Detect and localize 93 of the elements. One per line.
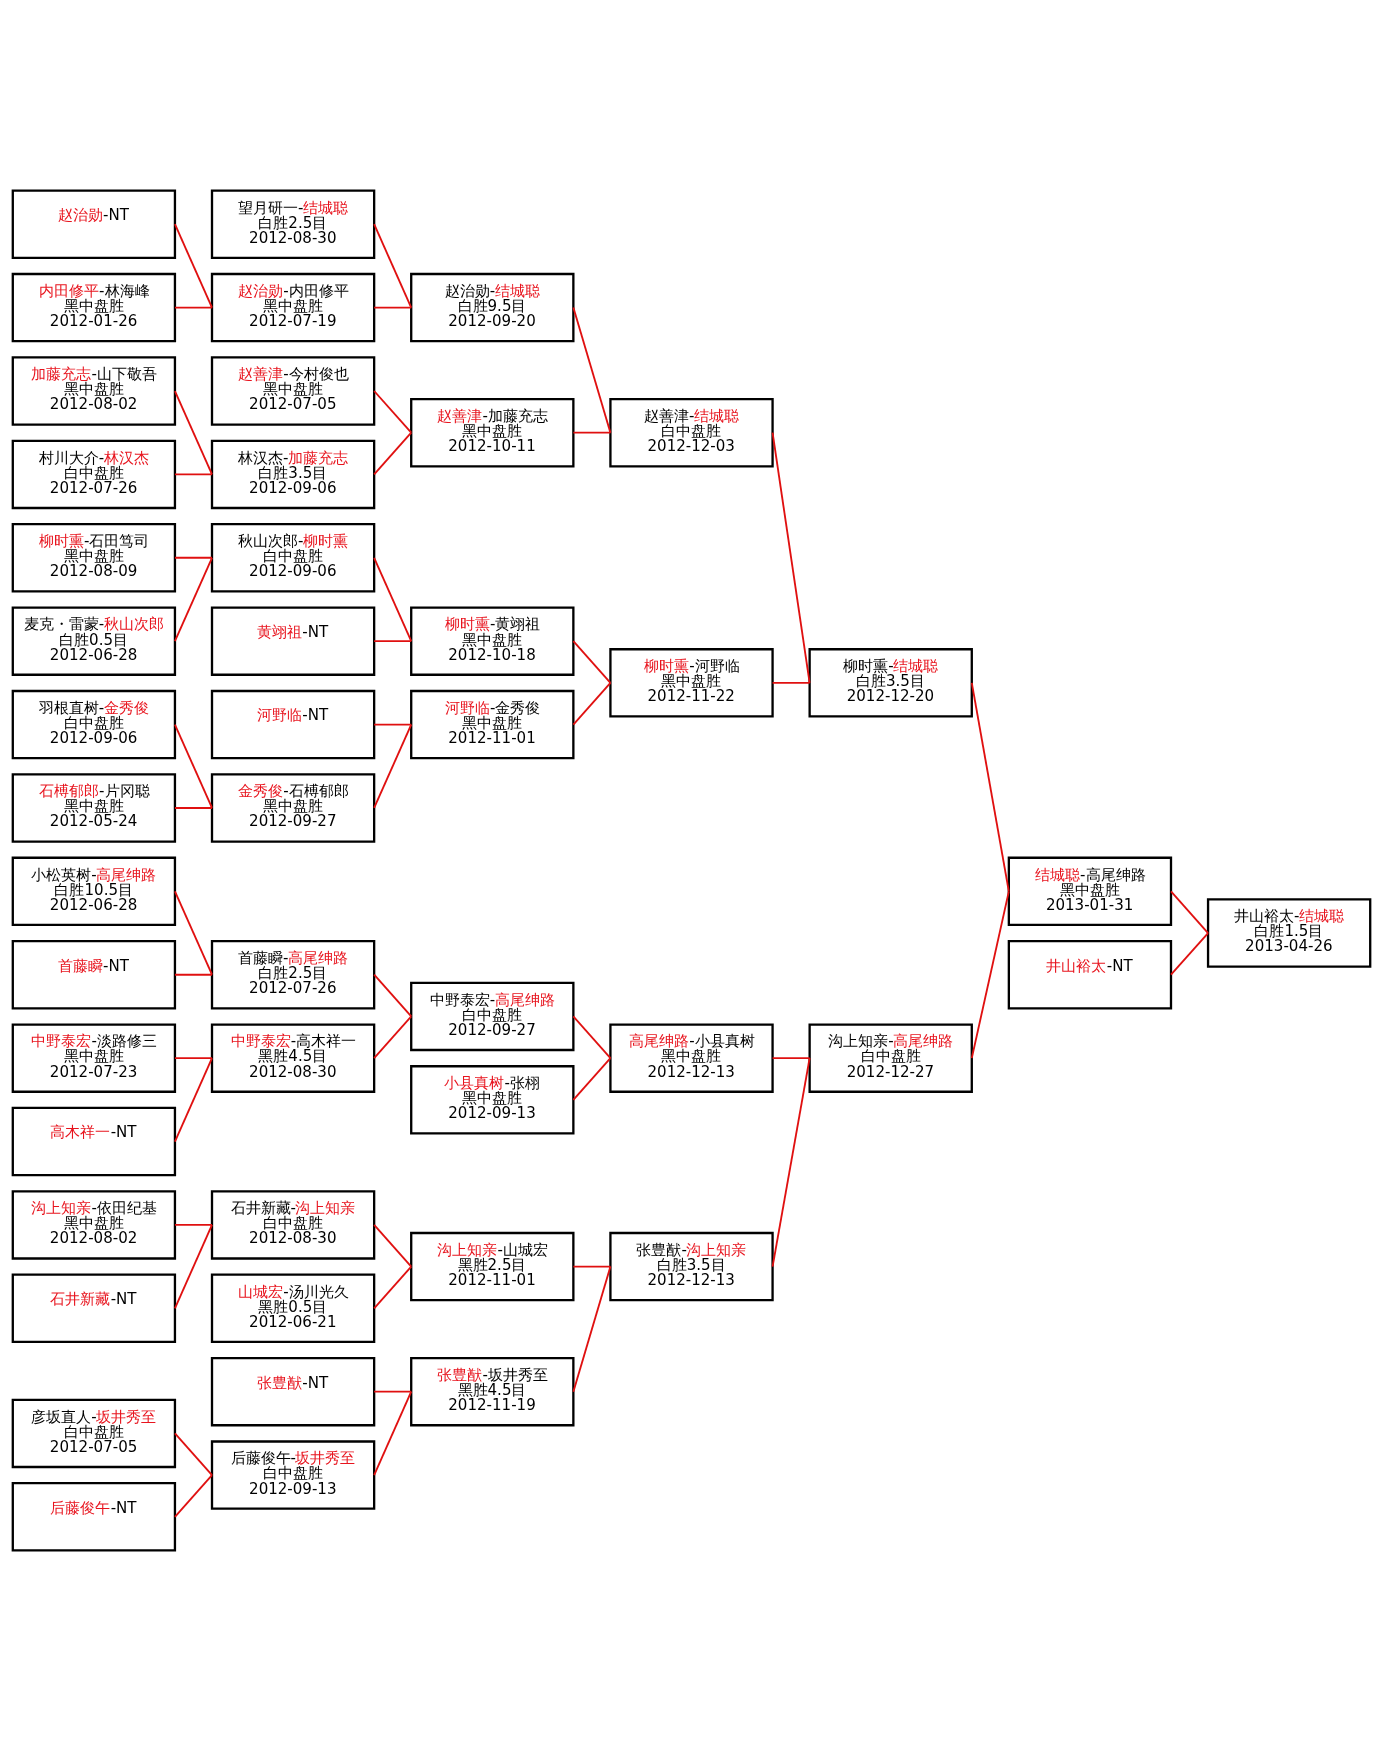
connector — [572, 306, 612, 434]
node-box: 赵治勋-内田修平 黑中盘胜 2012-07-19 — [210, 272, 376, 343]
node-box: 望月研一-结城聪 白胜2.5目 2012-08-30 — [210, 189, 376, 259]
node-box: 小松英树-高尾绅路 白胜10.5目 2012-06-28 — [11, 856, 177, 927]
node-box: 高尾绅路-小县真树 黑中盘胜 2012-12-13 — [609, 1023, 774, 1093]
node-box: 井山裕太-NT — [1007, 940, 1173, 1010]
connector — [373, 223, 413, 309]
node-box: 山城宏-汤川光久 黑胜0.5目 2012-06-21 — [210, 1273, 376, 1344]
connector — [970, 890, 1010, 1060]
node-box: 河野临-金秀俊 黑中盘胜 2012-11-01 — [410, 689, 575, 760]
connector — [373, 640, 413, 643]
node-box: 村川大介-林汉杰 白中盘胜 2012-07-26 — [11, 439, 177, 510]
node-box: 中野泰宏-淡路修三 黑中盘胜 2012-07-23 — [11, 1023, 177, 1093]
connector — [174, 723, 213, 809]
connector — [174, 306, 213, 309]
node-box: 张豊猷-坂井秀至 黑胜4.5目 2012-11-19 — [410, 1356, 575, 1427]
node-box: 首藤瞬-NT — [11, 940, 177, 1010]
node-box: 赵治勋-结城聪 白胜9.5目 2012-09-20 — [410, 272, 575, 343]
node-box: 小县真树-张栩 黑中盘胜 2012-09-13 — [410, 1065, 575, 1135]
node-box: 石榑郁郎-片冈聪 黑中盘胜 2012-05-24 — [11, 773, 177, 843]
connector — [174, 1224, 213, 1226]
node-box: 张豊猷-NT — [210, 1356, 376, 1427]
node-box: 林汉杰-加藤充志 白胜3.5目 2012-09-06 — [210, 439, 376, 510]
node-box: 中野泰宏-高木祥一 黑胜4.5目 2012-08-30 — [210, 1023, 376, 1093]
connector — [174, 556, 213, 559]
connector — [174, 807, 213, 809]
node-box: 赵善津-加藤充志 黑中盘胜 2012-10-11 — [410, 397, 575, 468]
connector — [572, 431, 612, 434]
node-box: 羽根直树-金秀俊 白中盘胜 2012-09-06 — [11, 689, 177, 760]
node-box: 柳时熏-黄翊祖 黑中盘胜 2012-10-18 — [410, 606, 575, 676]
connector — [572, 1265, 612, 1268]
node-box: 秋山次郎-柳时熏 白中盘胜 2012-09-06 — [210, 523, 376, 593]
node-box: 首藤瞬-高尾绅路 白胜2.5目 2012-07-26 — [210, 940, 376, 1010]
node-box: 金秀俊-石榑郁郎 黑中盘胜 2012-09-27 — [210, 773, 376, 843]
node-box: 柳时熏-结城聪 白胜3.5目 2012-12-20 — [808, 648, 973, 718]
connector — [373, 723, 413, 726]
node-box: 结城聪-高尾绅路 黑中盘胜 2013-01-31 — [1007, 856, 1173, 927]
connector — [373, 1390, 413, 1393]
node-box: 加藤充志-山下敬吾 黑中盘胜 2012-08-02 — [11, 356, 177, 426]
node-box: 沟上知亲-山城宏 黑胜2.5目 2012-11-01 — [410, 1231, 575, 1302]
connector — [174, 1432, 213, 1476]
connector — [373, 1015, 413, 1060]
connector — [572, 1057, 612, 1101]
node-box: 赵善津-今村俊也 黑中盘胜 2012-07-05 — [210, 356, 376, 426]
connector — [771, 681, 811, 684]
connector — [373, 390, 413, 434]
node-box: 内田修平-林海峰 黑中盘胜 2012-01-26 — [11, 272, 177, 343]
connector — [771, 1057, 811, 1060]
node-box: 柳时熏-河野临 黑中盘胜 2012-11-22 — [609, 648, 774, 718]
node-box: 石井新藏-沟上知亲 白中盘胜 2012-08-30 — [210, 1190, 376, 1260]
connector — [572, 640, 612, 684]
node-box: 麦克・雷蒙-秋山次郎 白胜0.5目 2012-06-28 — [11, 606, 177, 676]
connector — [174, 1474, 213, 1518]
node-box: 赵治勋-NT — [11, 189, 177, 259]
connector — [572, 1265, 612, 1393]
connector — [174, 223, 213, 309]
node-box: 沟上知亲-依田纪基 黑中盘胜 2012-08-02 — [11, 1190, 177, 1260]
node-box: 石井新藏-NT — [11, 1273, 177, 1344]
connector — [572, 1015, 612, 1060]
node-box: 高木祥一-NT — [11, 1106, 177, 1177]
node-box: 河野临-NT — [210, 689, 376, 760]
connector — [373, 431, 413, 476]
connector — [373, 1265, 413, 1310]
connector — [771, 431, 811, 684]
connector — [174, 556, 213, 643]
connector — [373, 556, 413, 643]
connector — [174, 1224, 213, 1310]
connector — [174, 390, 213, 476]
connector — [1170, 932, 1209, 976]
connector — [174, 973, 213, 976]
connector — [771, 1057, 811, 1268]
connector — [373, 306, 413, 309]
node-box: 中野泰宏-高尾绅路 白中盘胜 2012-09-27 — [410, 981, 575, 1052]
connector — [174, 1057, 213, 1060]
node-box: 柳时熏-石田笃司 黑中盘胜 2012-08-09 — [11, 523, 177, 593]
node-box: 后藤俊午-坂井秀至 白中盘胜 2012-09-13 — [210, 1440, 376, 1510]
node-box: 黄翊祖-NT — [210, 606, 376, 676]
connector — [373, 973, 413, 1018]
connector — [373, 1390, 413, 1476]
node-box: 沟上知亲-高尾绅路 白中盘胜 2012-12-27 — [808, 1023, 973, 1093]
connector — [373, 723, 413, 809]
node-box: 井山裕太-结城聪 白胜1.5目 2013-04-26 — [1206, 898, 1372, 968]
connector — [572, 681, 612, 726]
connector — [174, 473, 213, 476]
node-box: 后藤俊午-NT — [11, 1482, 177, 1552]
node-box: 赵善津-结城聪 白中盘胜 2012-12-03 — [609, 397, 774, 468]
connector — [970, 681, 1010, 893]
connector — [1170, 890, 1209, 934]
connector — [174, 890, 213, 976]
connector — [174, 1057, 213, 1143]
node-box: 张豊猷-沟上知亲 白胜3.5目 2012-12-13 — [609, 1231, 774, 1302]
node-box: 彦坂直人-坂井秀至 白中盘胜 2012-07-05 — [11, 1398, 177, 1469]
connector — [373, 1224, 413, 1268]
